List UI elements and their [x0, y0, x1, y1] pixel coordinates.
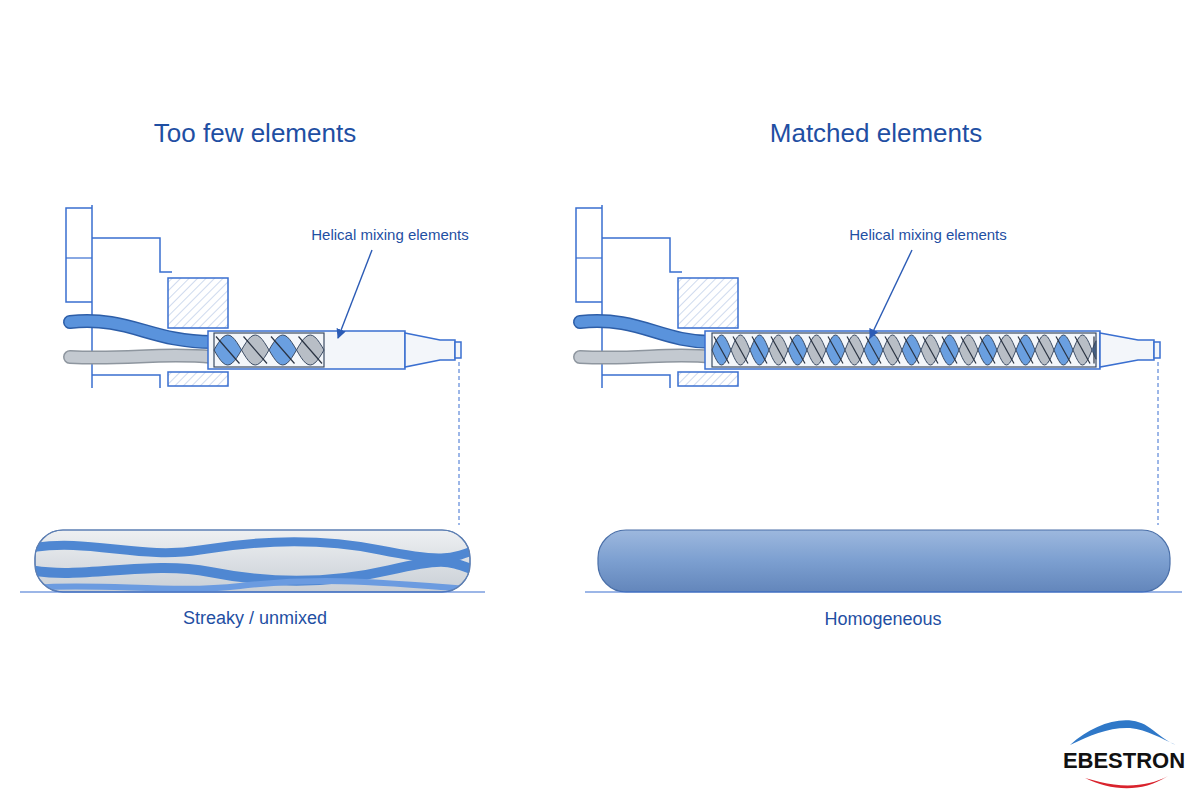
logo-swoosh [1085, 776, 1168, 788]
helix-lobe [788, 335, 807, 365]
logo-text: EBESTRON [1063, 748, 1185, 773]
helix-edge [980, 337, 995, 364]
helix-edge [752, 337, 767, 364]
helix-lobe [883, 335, 902, 365]
helix-lobe [826, 335, 845, 365]
panel-title: Matched elements [770, 119, 982, 149]
helix-edge [1093, 337, 1094, 364]
helix-edge [809, 337, 824, 364]
helix-lobe [959, 335, 978, 365]
helix-edge [1056, 337, 1071, 364]
helix-edge [714, 337, 729, 364]
helix-edge [923, 337, 938, 364]
helix-edge [1075, 337, 1090, 364]
helix-lobe [978, 335, 997, 365]
result-caption: Homogeneous [824, 609, 941, 630]
helix-lobe [864, 335, 883, 365]
helix-lobe [731, 335, 750, 365]
helix-edge [216, 337, 240, 364]
mixer-tube [705, 331, 1160, 369]
helix-edge [733, 337, 748, 364]
guide-line [1158, 362, 1159, 525]
helix-edge [790, 337, 805, 364]
cartridge [66, 205, 228, 388]
helix-lobe [1016, 335, 1035, 365]
helix-edge [1037, 337, 1052, 364]
helix-lobe [997, 335, 1016, 365]
element-frame [712, 333, 1096, 367]
helix-lobe [297, 335, 325, 365]
helix-edge [961, 337, 976, 364]
helix-lobe [769, 335, 788, 365]
helix-edge [244, 337, 268, 364]
helix-edge [1018, 337, 1033, 364]
helix-edge [828, 337, 843, 364]
helix-lobe [750, 335, 769, 365]
helix-lobe [807, 335, 826, 365]
element-frame [214, 333, 324, 367]
leader-line [338, 250, 372, 338]
guide-line [459, 362, 460, 525]
panel-title: Too few elements [154, 119, 356, 149]
helix-edge [942, 337, 957, 364]
helix-lobe [902, 335, 921, 365]
helix-lobe [940, 335, 959, 365]
helix-lobe [921, 335, 940, 365]
part-label: Helical mixing elements [849, 226, 1007, 243]
helix-edge [866, 337, 881, 364]
helix-edge [999, 337, 1014, 364]
helix-edge [271, 337, 295, 364]
helix-edge [299, 337, 323, 364]
logo-swoosh [1070, 720, 1176, 745]
helix-lobe [214, 335, 242, 365]
helix-lobe [712, 335, 731, 365]
leader-line [870, 250, 912, 338]
helix-edge [847, 337, 862, 364]
helical-elements [214, 333, 324, 367]
result-caption: Streaky / unmixed [183, 608, 327, 629]
homogeneous-bead [598, 530, 1170, 592]
ground-line [20, 591, 485, 592]
helix-lobe [1035, 335, 1054, 365]
helix-lobe [269, 335, 297, 365]
helix-lobe [242, 335, 270, 365]
helix-edge [771, 337, 786, 364]
helix-lobe [1054, 335, 1073, 365]
mixer-tube [208, 331, 461, 369]
helical-elements [712, 333, 1096, 367]
ground-line [585, 591, 1182, 592]
helix-edge [885, 337, 900, 364]
streaky-bead [30, 530, 480, 592]
helix-lobe [1073, 335, 1092, 365]
part-label: Helical mixing elements [311, 226, 469, 243]
helix-lobe [845, 335, 864, 365]
helix-edge [904, 337, 919, 364]
